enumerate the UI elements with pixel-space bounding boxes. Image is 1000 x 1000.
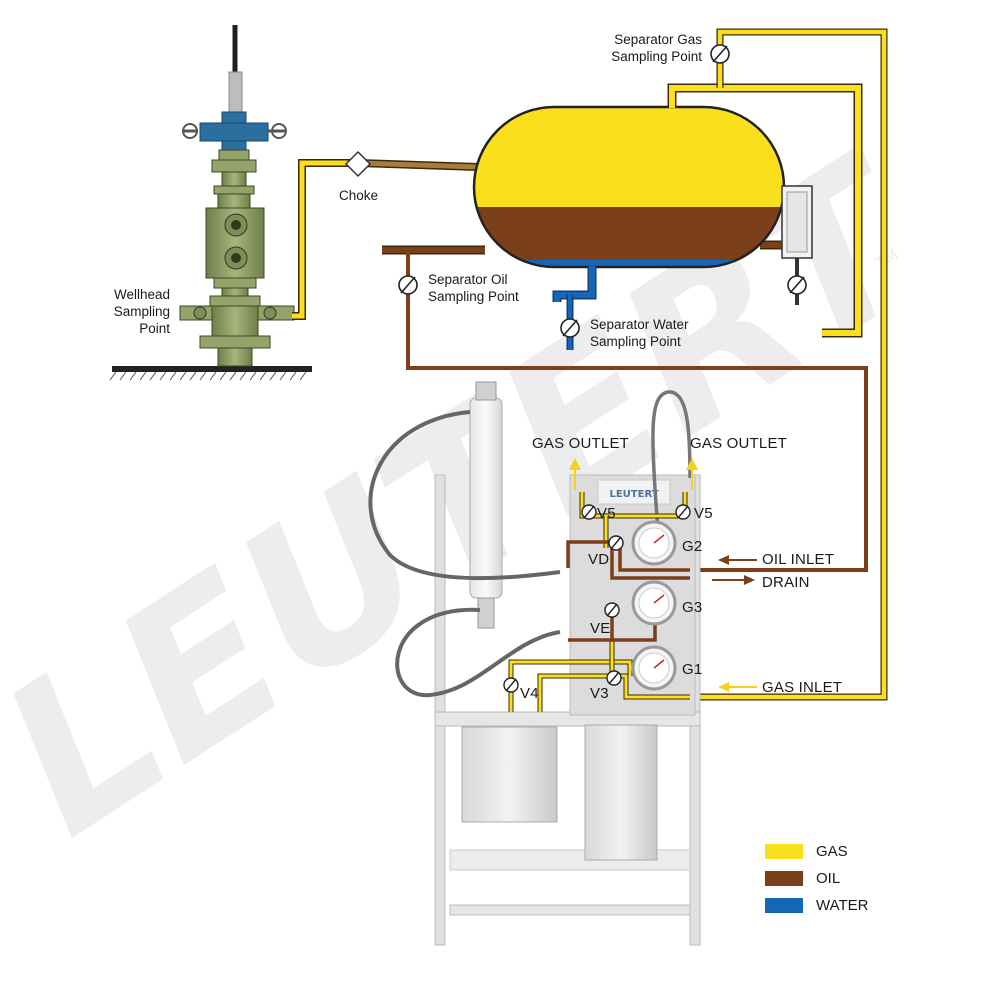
- separator-gas-label-line1: Separator Gas: [614, 32, 702, 47]
- sampling-valve-symbols: [398, 44, 807, 338]
- v3-label: V3: [590, 685, 609, 702]
- drain-arrow-icon: [712, 575, 755, 585]
- separator-water-valve-icon: [560, 318, 580, 338]
- g3-label: G3: [682, 599, 703, 616]
- legend-label-oil: OIL: [816, 870, 841, 887]
- wellhead-label-line2: Sampling: [113, 304, 170, 319]
- legend-swatch-gas: [765, 844, 803, 859]
- gauge-g3-icon: [631, 580, 677, 626]
- gas-outlet-left-arrow-icon: [569, 458, 581, 490]
- separator-oil-label-line1: Separator Oil: [428, 272, 508, 287]
- v5-right-valve-icon: [675, 504, 691, 520]
- gauge-g1-icon: [631, 645, 677, 691]
- ve-label: VE: [590, 620, 611, 637]
- separator-oil-label-line2: Sampling Point: [428, 289, 519, 304]
- vd-valve-icon: [608, 535, 624, 551]
- separator-water-label-line1: Separator Water: [590, 317, 689, 332]
- legend-swatch-water: [765, 898, 803, 913]
- gas-outlet-right-arrow-icon: [686, 458, 698, 490]
- choke-label: Choke: [339, 188, 379, 203]
- wellhead-label-line1: Wellhead: [113, 287, 170, 302]
- v5-right-label: V5: [694, 505, 713, 522]
- wellhead-label: Wellhead Sampling Point: [100, 286, 170, 337]
- vd-label: VD: [588, 551, 610, 568]
- v5-left-label: V5: [597, 505, 616, 522]
- oil-inlet-label: OIL INLET: [762, 551, 835, 568]
- g2-label: G2: [682, 538, 703, 555]
- g1-label: G1: [682, 661, 703, 678]
- separator-water-label-line2: Sampling Point: [590, 334, 681, 349]
- legend-label-water: WATER: [816, 897, 869, 914]
- ground: [109, 366, 312, 381]
- gas-inlet-arrow-icon: [718, 682, 757, 692]
- oil-inlet-arrow-icon: [718, 555, 757, 565]
- wellhead-flowline: [292, 150, 479, 320]
- separator-gas-label-line2: Sampling Point: [611, 49, 702, 64]
- v4-label: V4: [520, 685, 539, 702]
- oil-line: [406, 250, 868, 572]
- level-gauge-valve-icon: [787, 275, 807, 295]
- gas-inlet-label: GAS INLET: [762, 679, 843, 696]
- legend-label-gas: GAS: [816, 843, 848, 860]
- v4-valve-icon: [503, 677, 519, 693]
- gas-outlet-left-label: GAS OUTLET: [532, 435, 630, 452]
- ve-valve-icon: [604, 602, 620, 618]
- panel-plumbing: [503, 458, 757, 712]
- separator-water-label: Separator Water Sampling Point: [590, 316, 689, 350]
- separator-oil-valve-icon: [398, 275, 418, 295]
- brand-plate: LEUTERT: [609, 489, 658, 500]
- gas-outlet-right-label: GAS OUTLET: [690, 435, 788, 452]
- separator-oil-label: Separator Oil Sampling Point: [428, 271, 519, 305]
- separator-gas-label: Separator Gas Sampling Point: [600, 31, 702, 65]
- legend-swatch-oil: [765, 871, 803, 886]
- v3-valve-icon: [606, 670, 622, 686]
- v5-left-valve-icon: [581, 504, 597, 520]
- gauge-g2-icon: [631, 520, 677, 566]
- wellhead-label-line3: Point: [139, 321, 170, 336]
- separator: [382, 105, 813, 350]
- wellhead: [179, 25, 295, 367]
- separator-gas-valve-icon: [710, 44, 730, 64]
- drain-label: DRAIN: [762, 574, 810, 591]
